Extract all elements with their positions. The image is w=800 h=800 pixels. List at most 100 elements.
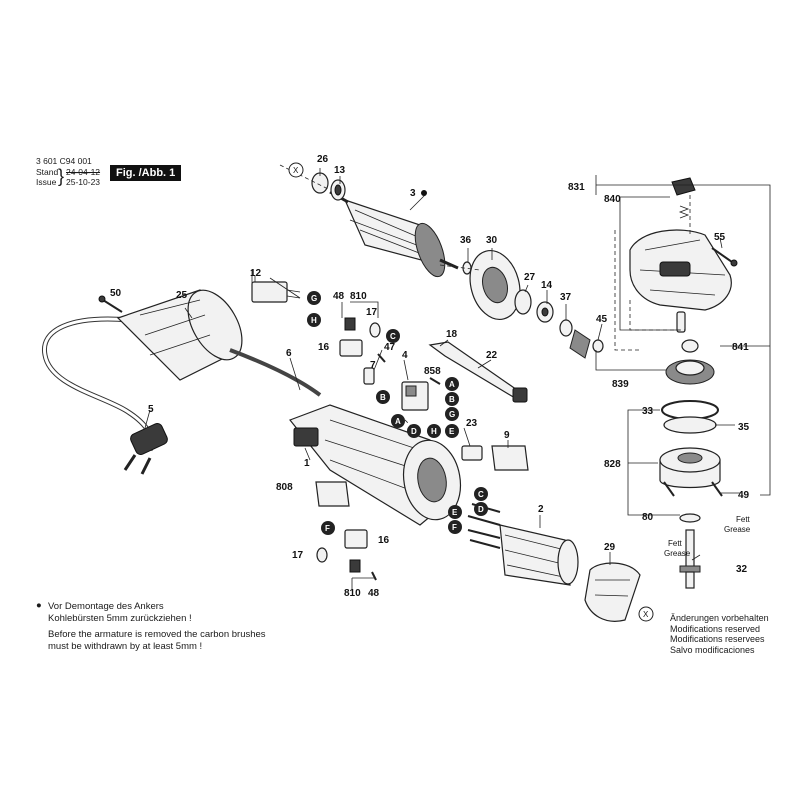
mod-de: Änderungen vorbehalten: [670, 613, 769, 623]
part-26: 26: [317, 154, 329, 165]
part-12: 12: [250, 268, 262, 279]
marker-h-1: H: [307, 313, 321, 327]
screws-49: [663, 481, 723, 497]
marker-d-1: D: [407, 424, 421, 438]
brace: }: [58, 166, 65, 186]
bearing-13: [330, 179, 346, 201]
figure-label: Fig. /Abb. 1: [110, 165, 182, 181]
part-32: 32: [736, 564, 748, 575]
washer-37: [559, 319, 573, 337]
svg-text:X: X: [643, 610, 649, 619]
bracket-828: [627, 409, 740, 516]
marker-b-1: B: [445, 392, 459, 406]
stand-label: Stand: [36, 167, 59, 177]
pin: [676, 311, 686, 333]
part-16b: 16: [378, 535, 390, 546]
spindle-32: [679, 529, 701, 589]
part-48b: 48: [368, 588, 380, 599]
svg-text:X: X: [293, 166, 299, 175]
washer-80: [679, 513, 701, 523]
issue-date: 25-10-23: [66, 177, 101, 187]
part-810a: 810: [350, 291, 367, 302]
bullet-3: [421, 190, 427, 196]
label-808: [315, 481, 350, 507]
ring-27: [514, 289, 532, 315]
svg-text:E: E: [452, 508, 458, 517]
part-5: 5: [148, 404, 154, 415]
svg-text:A: A: [395, 417, 401, 426]
part-30: 30: [486, 235, 498, 246]
wheel-guard-29: [584, 562, 641, 622]
cable-sleeve: [116, 289, 243, 381]
marker-a-2: A: [391, 414, 405, 428]
svg-text:H: H: [431, 427, 437, 436]
part-1: 1: [304, 458, 310, 469]
part-17b: 17: [292, 550, 304, 561]
part-9: 9: [504, 430, 510, 441]
part-22: 22: [486, 350, 498, 361]
part-16a: 16: [318, 342, 330, 353]
screw-47: [377, 353, 386, 363]
part-47: 47: [384, 342, 396, 353]
marker-h-2: H: [427, 424, 441, 438]
part-18: 18: [446, 329, 458, 340]
part-841: 841: [732, 342, 749, 353]
note-de-1: Vor Demontage des Ankers: [48, 601, 164, 612]
part-13: 13: [334, 165, 346, 176]
mod-es: Salvo modificaciones: [670, 644, 755, 655]
stand-date: 24-04-12: [66, 167, 101, 177]
svg-text:D: D: [478, 505, 484, 514]
bevel-gear-839: [665, 359, 715, 385]
marker-c-1: C: [386, 329, 400, 343]
bracket-839: [595, 350, 666, 371]
part-35: 35: [738, 422, 750, 433]
svg-text:F: F: [452, 523, 457, 532]
mod-en: Modifications reserved: [670, 623, 761, 634]
part-14: 14: [541, 280, 553, 291]
plug: [123, 422, 168, 475]
power-cord: [42, 316, 155, 452]
svg-text:A: A: [449, 380, 455, 389]
label-9: [491, 445, 529, 471]
cord-to-housing: [229, 348, 322, 397]
leaders: [144, 168, 723, 565]
grease-label-1: Grease: [724, 525, 751, 534]
part-839: 839: [612, 379, 629, 390]
part-45: 45: [596, 314, 608, 325]
issue-label: Issue: [36, 177, 57, 187]
part-50: 50: [110, 288, 122, 299]
svg-text:D: D: [411, 427, 417, 436]
brush-holder-16-bottom: [316, 529, 377, 581]
fan-baffle-30: [469, 250, 521, 320]
part-808: 808: [276, 482, 293, 493]
marker-e-1: E: [445, 424, 459, 438]
svg-text:B: B: [380, 393, 386, 402]
gasket-35: [663, 416, 717, 434]
marker-c-2: C: [474, 487, 488, 501]
part-27: 27: [524, 272, 536, 283]
part-858: 858: [424, 366, 441, 377]
note-bullet: ●: [36, 600, 42, 611]
part-7: 7: [370, 360, 376, 371]
marker-x-bottom: X: [638, 606, 654, 622]
screw-858: [429, 377, 441, 385]
part-49: 49: [738, 490, 750, 501]
screw-50: [98, 295, 123, 313]
spring: [678, 205, 690, 219]
bracket-810-top: [341, 301, 379, 318]
bearing-841: [681, 339, 699, 353]
fett-label-2: Fett: [668, 539, 683, 548]
switch-4: [401, 381, 429, 411]
pinion-45: [569, 329, 604, 359]
svg-text:H: H: [311, 316, 317, 325]
drawing-number: 3 601 C94 001: [36, 156, 92, 166]
part-6: 6: [286, 348, 292, 359]
o-ring-33: [661, 400, 719, 420]
svg-text:C: C: [390, 332, 396, 341]
part-37: 37: [560, 292, 572, 303]
marker-d-2: D: [474, 502, 488, 516]
part-55: 55: [714, 232, 726, 243]
svg-text:C: C: [478, 490, 484, 499]
brush-holder-16-top: [339, 317, 381, 357]
note-en-2: must be withdrawn by at least 5mm !: [48, 641, 203, 652]
